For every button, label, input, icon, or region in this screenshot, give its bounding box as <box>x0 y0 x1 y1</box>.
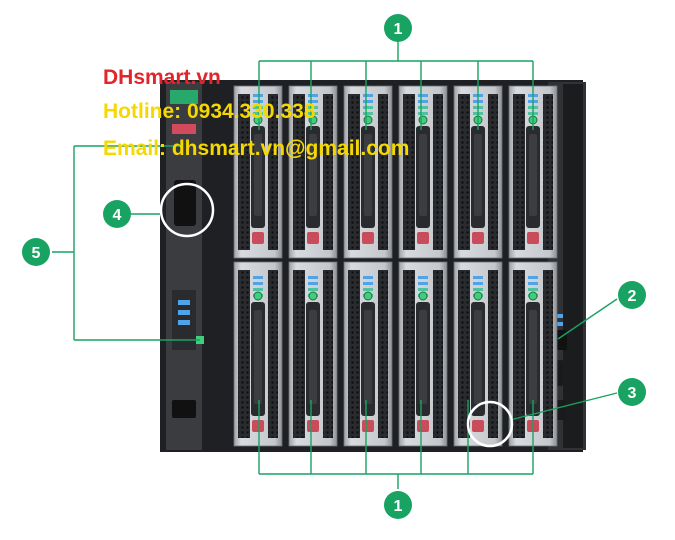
callout-badge: 2 <box>618 281 646 309</box>
power-button-icon[interactable] <box>363 115 373 125</box>
compute-module[interactable] <box>288 261 338 447</box>
callout-badge: 5 <box>22 238 50 266</box>
module-latch[interactable] <box>527 232 539 244</box>
compute-module[interactable] <box>398 85 448 259</box>
compute-module[interactable] <box>233 85 283 259</box>
power-button-icon[interactable] <box>253 291 263 301</box>
bottom-compute-modules <box>233 261 558 447</box>
compute-module[interactable] <box>453 85 503 259</box>
module-latch[interactable] <box>362 420 374 432</box>
top-compute-modules <box>233 85 558 259</box>
callout-number: 4 <box>113 207 122 224</box>
compute-module[interactable] <box>233 261 283 447</box>
front-panel-display-button[interactable] <box>174 180 196 226</box>
module-latch[interactable] <box>307 232 319 244</box>
compute-module[interactable] <box>343 261 393 447</box>
module-latch[interactable] <box>252 232 264 244</box>
callout-number: 1 <box>394 21 403 38</box>
compute-module[interactable] <box>508 85 558 259</box>
power-button-icon[interactable] <box>528 291 538 301</box>
callout-badge: 1 <box>384 14 412 42</box>
zoom-circle-4 <box>159 182 215 238</box>
power-button-icon[interactable] <box>308 291 318 301</box>
module-latch[interactable] <box>417 232 429 244</box>
power-button-icon[interactable] <box>418 115 428 125</box>
brand-watermark: DHsmart.vn <box>103 66 221 89</box>
callout-leaders <box>52 40 618 489</box>
left-bezel <box>166 82 202 450</box>
power-button-icon[interactable] <box>253 115 263 125</box>
module-latch[interactable] <box>472 232 484 244</box>
callout-number: 5 <box>32 245 41 262</box>
power-button-icon[interactable] <box>418 291 428 301</box>
module-latch[interactable] <box>417 420 429 432</box>
callout-number: 1 <box>394 498 403 515</box>
callout-badge: 4 <box>103 200 131 228</box>
callout-badges: 1 1 2 3 4 5 <box>22 14 646 519</box>
module-latch[interactable] <box>362 232 374 244</box>
compute-module[interactable] <box>343 85 393 259</box>
compute-module[interactable] <box>453 261 503 447</box>
callout-number: 2 <box>628 288 637 305</box>
callout-number: 3 <box>628 385 637 402</box>
module-latch[interactable] <box>307 420 319 432</box>
compute-module[interactable] <box>288 85 338 259</box>
power-button-icon[interactable] <box>363 291 373 301</box>
callout-badge: 3 <box>618 378 646 406</box>
module-latch[interactable] <box>472 420 484 432</box>
zoom-circle-3 <box>466 400 514 448</box>
email-watermark: Email: dhsmart.vn@gmail.com <box>103 137 410 160</box>
module-latch[interactable] <box>252 420 264 432</box>
power-button-icon[interactable] <box>473 291 483 301</box>
callout-badge: 1 <box>384 491 412 519</box>
hotline-watermark: Hotline: 0934.330.338 <box>103 100 316 123</box>
compute-module[interactable] <box>398 261 448 447</box>
